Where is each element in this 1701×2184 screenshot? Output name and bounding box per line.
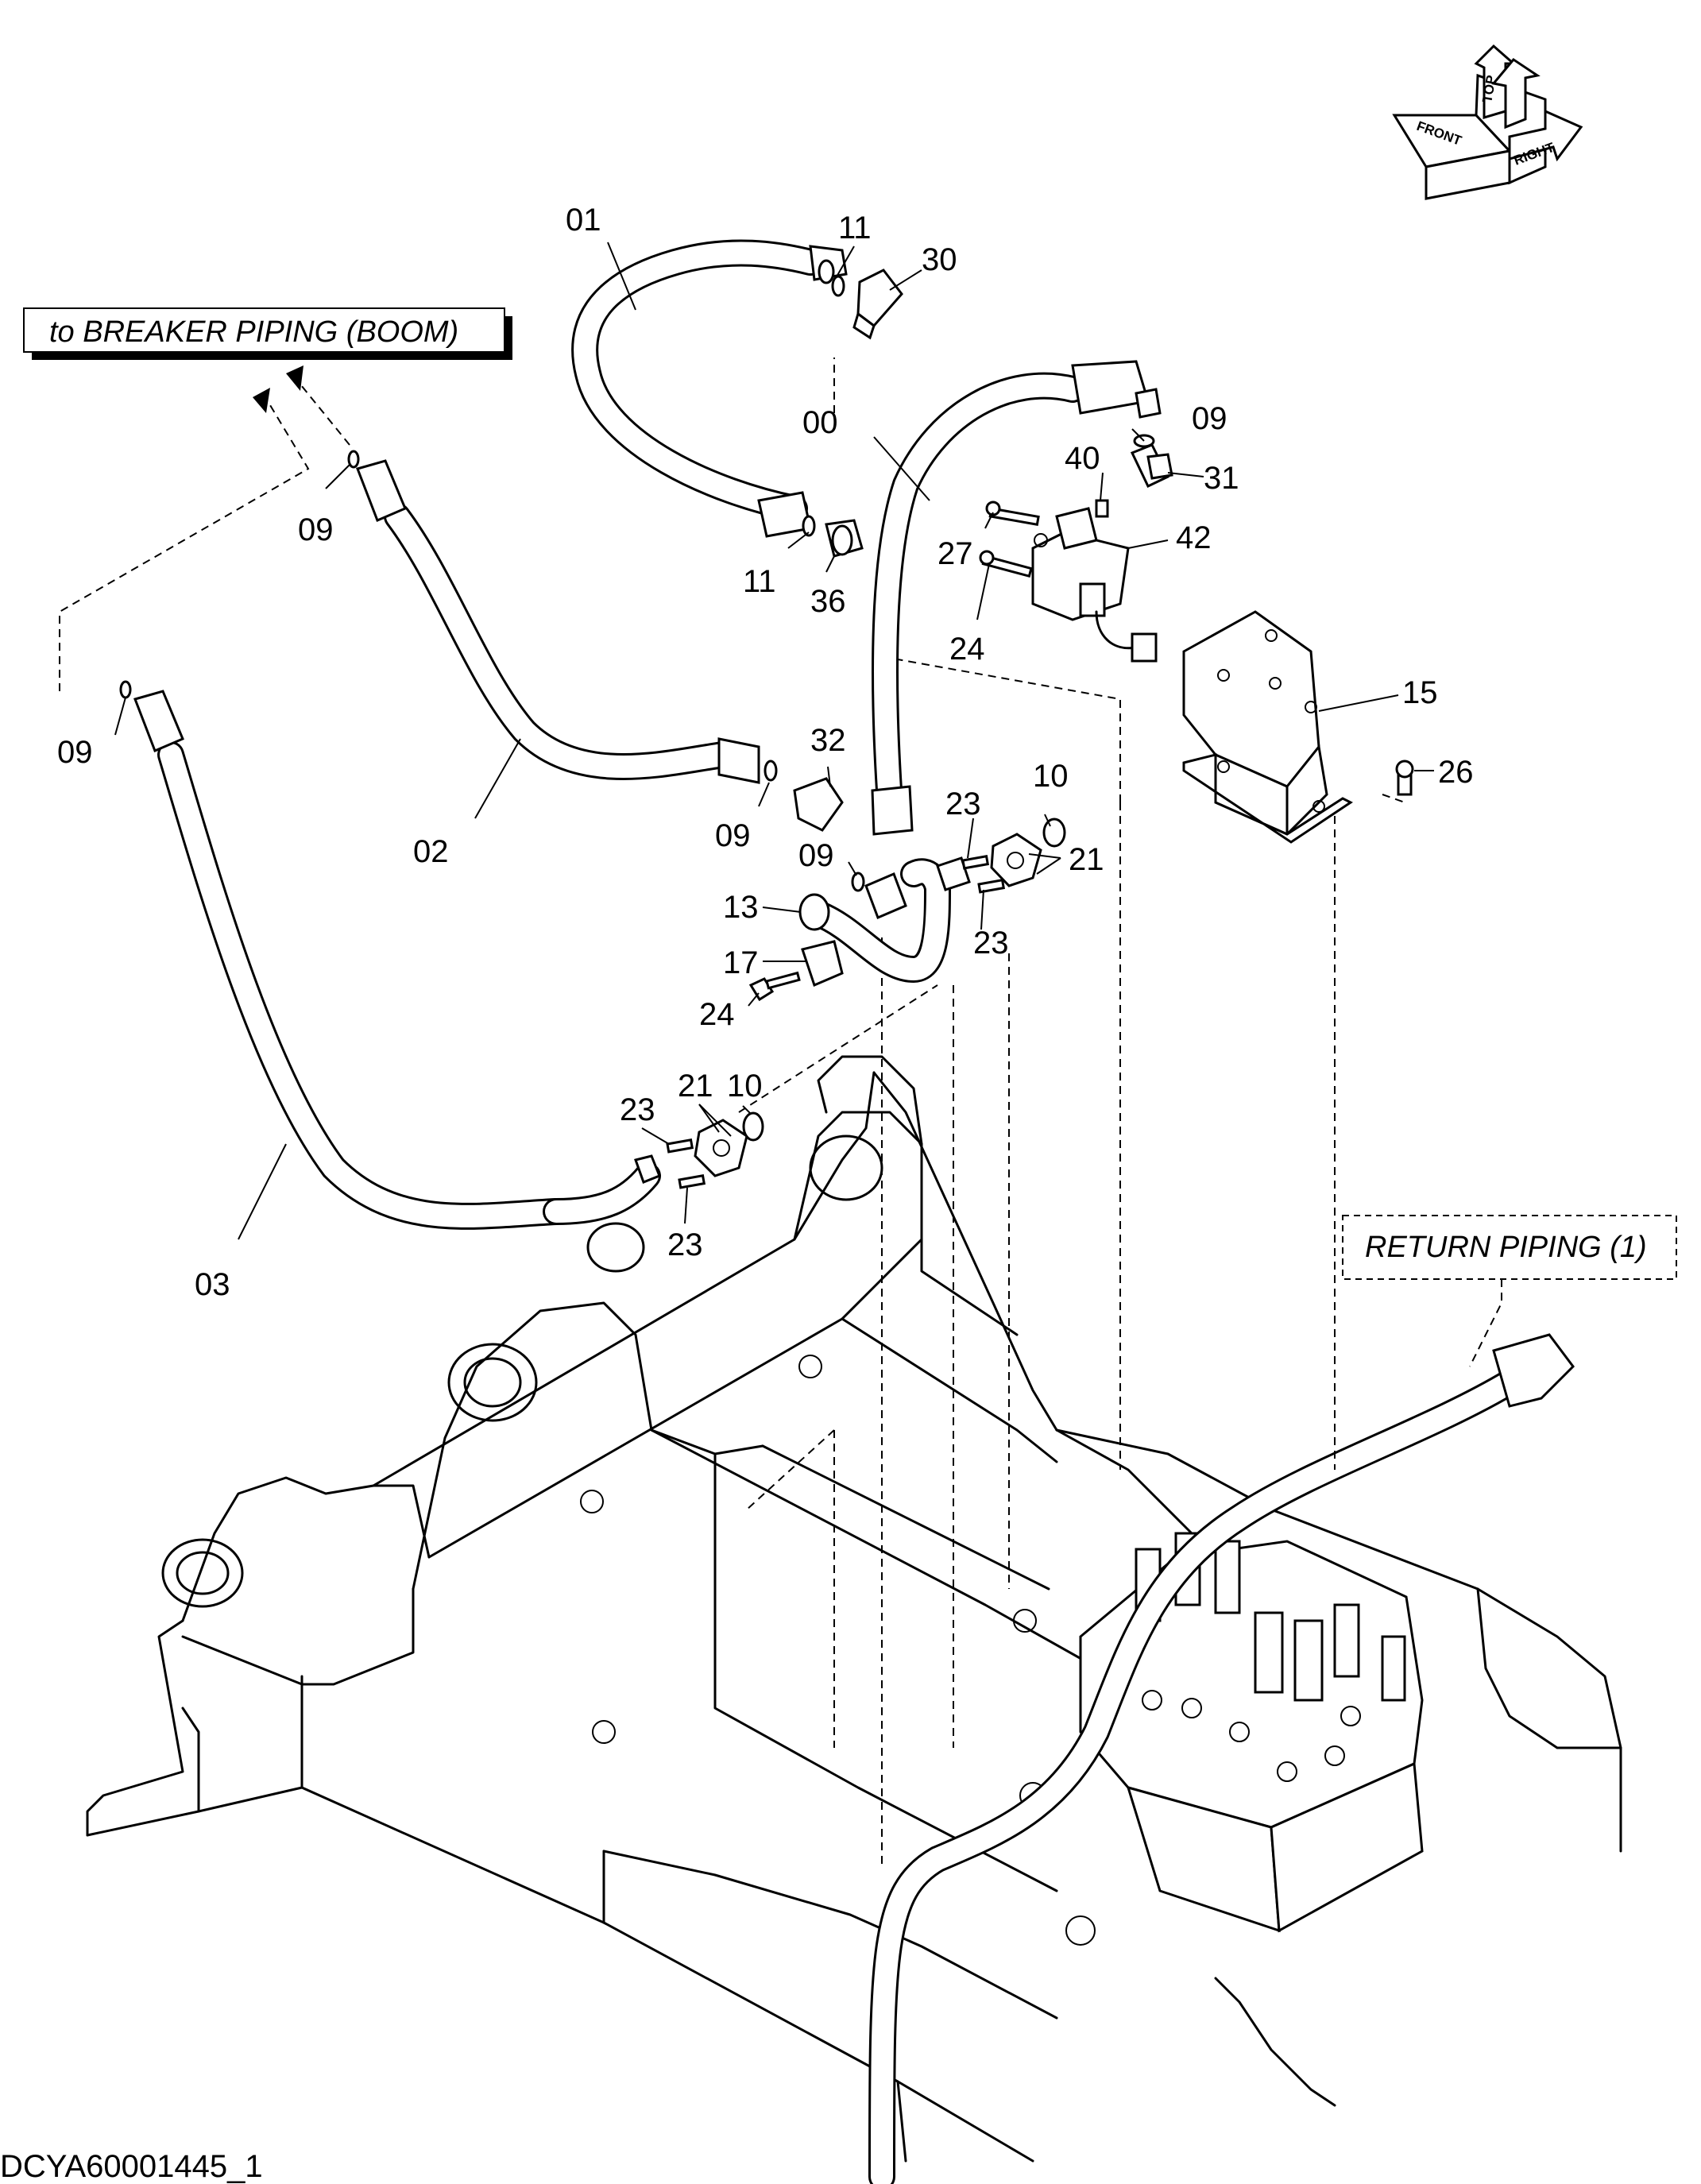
label-01: 01	[566, 203, 601, 238]
label-09-hose02: 09	[715, 818, 751, 853]
elbow-30	[852, 269, 903, 340]
adaptor-36	[825, 519, 864, 558]
elbow-32	[793, 777, 844, 832]
label-03: 03	[195, 1267, 230, 1302]
bolt-24-upper	[979, 550, 1033, 578]
breaker-direction-arrows	[59, 365, 350, 691]
bolt-23-lower-b	[678, 1174, 706, 1189]
label-13: 13	[723, 890, 759, 925]
label-09-upper-right: 09	[1192, 401, 1227, 436]
label-17: 17	[723, 945, 759, 980]
label-10-upper: 10	[1033, 759, 1069, 794]
label-11-lower: 11	[743, 564, 776, 599]
orientation-arrow-icon: TOP FRONT RIGHT	[1392, 44, 1583, 200]
oring-09-hose02-bottom	[764, 760, 778, 782]
plug-40	[1095, 499, 1109, 518]
label-00: 00	[802, 405, 838, 440]
oring-09-hose03	[119, 680, 132, 699]
part-labels: 01 11 30 00 09 40 31 27 42 11 36 24 15 2…	[57, 203, 1474, 1302]
oring-11-lower	[802, 515, 816, 537]
label-11-upper: 11	[838, 211, 872, 245]
oring-11-upper	[831, 275, 845, 297]
label-31: 31	[1204, 461, 1239, 496]
label-21-lower: 21	[678, 1069, 713, 1104]
label-32: 32	[810, 723, 846, 758]
oring-10-upper	[1042, 818, 1066, 848]
label-24-upper: 24	[949, 632, 985, 667]
oring-10-lower	[742, 1111, 764, 1142]
breaker-piping-callout: to BREAKER PIPING (BOOM)	[23, 307, 512, 360]
label-36: 36	[810, 584, 846, 619]
label-02: 02	[413, 834, 449, 869]
leader-lines	[114, 242, 1434, 1240]
upper-frame	[86, 1055, 1622, 2163]
label-23-lower-b: 23	[667, 1227, 703, 1262]
label-23-upper-b: 23	[973, 926, 1009, 961]
return-piping-text: RETURN PIPING (1)	[1365, 1231, 1647, 1264]
clamp-17	[801, 940, 844, 988]
label-09-breaker: 09	[298, 512, 334, 547]
return-piping-callout: RETURN PIPING (1)	[1342, 1215, 1677, 1367]
bolt-23-upper-a	[961, 855, 990, 870]
hose-00	[871, 360, 1162, 836]
solenoid-valve-42	[1031, 507, 1158, 663]
drawing-code: DCYA60001445_1	[0, 2149, 263, 2184]
bolt-23-lower-a	[666, 1138, 694, 1154]
label-26: 26	[1438, 755, 1474, 790]
label-30: 30	[922, 242, 957, 277]
label-23-lower-a: 23	[620, 1092, 655, 1127]
label-40: 40	[1065, 441, 1100, 476]
label-24-lower: 24	[699, 997, 735, 1032]
breaker-piping-text: to BREAKER PIPING (BOOM)	[49, 315, 458, 349]
label-09-mid: 09	[798, 838, 834, 873]
label-27: 27	[937, 536, 973, 571]
return-pipe	[868, 1333, 1575, 2184]
label-15: 15	[1402, 675, 1438, 710]
assembly-dash-lines	[738, 358, 1336, 1867]
bracket-15	[1182, 610, 1353, 844]
flange-21-lower	[694, 1119, 748, 1177]
fitting-00-end	[864, 872, 907, 919]
flange-21-upper	[990, 833, 1042, 887]
adaptor-31	[1130, 443, 1173, 489]
label-23-upper-a: 23	[945, 787, 981, 821]
bolt-26	[1382, 760, 1414, 803]
hose-01	[571, 239, 848, 538]
label-09-left: 09	[57, 735, 93, 770]
label-21-upper: 21	[1069, 842, 1104, 877]
hose-02	[356, 459, 760, 784]
control-valve	[1079, 1532, 1424, 1933]
bolt-23-upper-b	[977, 879, 1006, 894]
bolt-27	[985, 501, 1040, 527]
hose-03	[133, 690, 661, 1230]
oring-09-mid	[851, 872, 865, 892]
oring-09-hose02-top	[347, 450, 360, 469]
label-42: 42	[1176, 520, 1212, 555]
label-10-lower: 10	[727, 1069, 763, 1104]
